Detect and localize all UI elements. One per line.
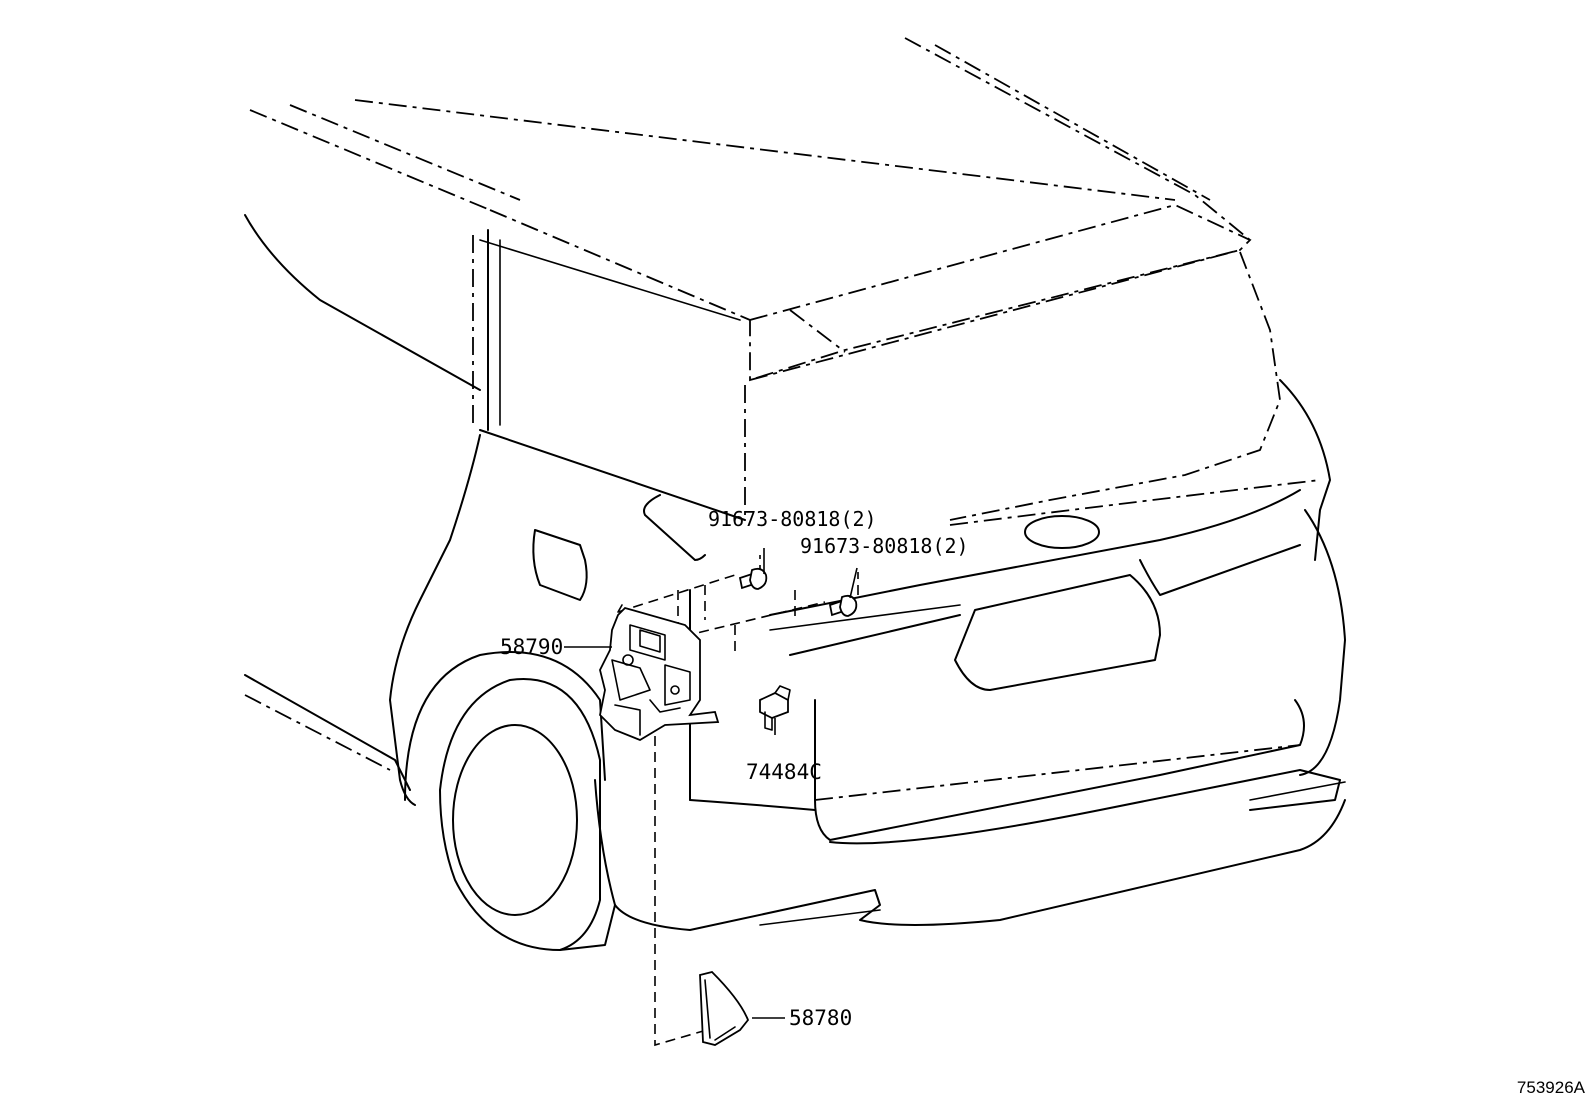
cover-bracket-58780-icon bbox=[699, 971, 750, 1046]
callout-connector: 74484C bbox=[746, 760, 822, 784]
connector-74484c-icon bbox=[759, 685, 791, 731]
leader-lines bbox=[564, 548, 858, 1019]
vehicle-outline bbox=[244, 37, 1346, 951]
callout-bolt-lower: 91673-80818(2) bbox=[800, 534, 969, 558]
callout-bracket: 58790 bbox=[500, 635, 563, 659]
diagram-reference-id: 753926A bbox=[1517, 1078, 1586, 1097]
bracket-58790-icon bbox=[599, 604, 720, 742]
callout-bolt-upper: 91673-80818(2) bbox=[708, 507, 877, 531]
bolt-lower-icon bbox=[828, 594, 858, 617]
bolt-upper-icon bbox=[738, 567, 768, 590]
callout-cover-bracket: 58780 bbox=[789, 1006, 852, 1030]
